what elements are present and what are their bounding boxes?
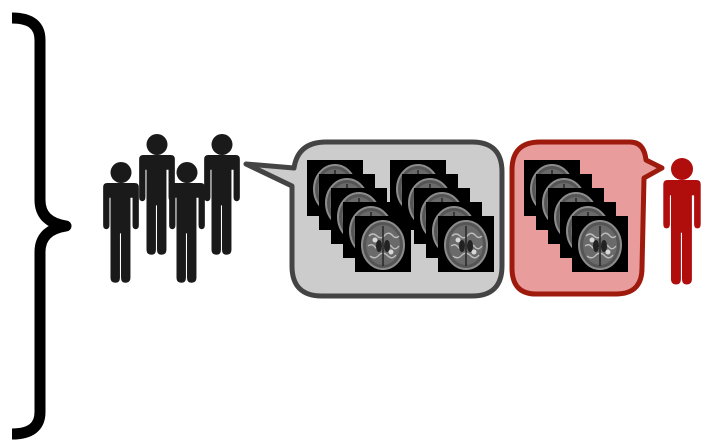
group-speech-bubble bbox=[246, 142, 502, 296]
person-icon bbox=[663, 158, 700, 285]
brain-mri-slice-icon bbox=[438, 216, 494, 272]
person-icon bbox=[103, 162, 139, 283]
brain-mri-slice-icon bbox=[572, 216, 628, 272]
person-icon bbox=[204, 134, 240, 255]
curly-brace-icon bbox=[12, 18, 66, 434]
individual-speech-bubble bbox=[512, 142, 662, 294]
person-group-icon bbox=[103, 134, 240, 283]
